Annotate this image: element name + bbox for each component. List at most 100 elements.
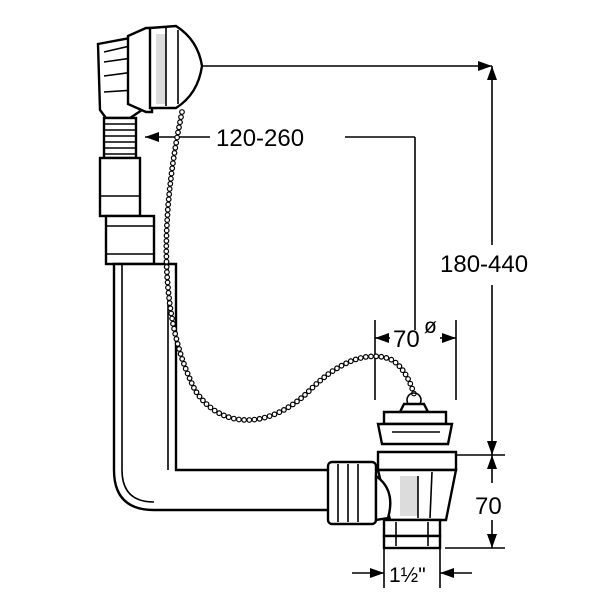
overall-height-label: 180-440 xyxy=(440,251,528,278)
chain-bead xyxy=(168,310,175,317)
chain-bead xyxy=(163,264,170,270)
chain-bead xyxy=(383,355,390,361)
chain-bead xyxy=(207,404,214,411)
chain-bead xyxy=(309,384,316,391)
chain-bead xyxy=(166,191,173,198)
chain-bead xyxy=(199,397,206,404)
chain-bead xyxy=(388,356,395,363)
outlet-height-label: 70 xyxy=(475,493,502,520)
outlet-thread-label: 1½" xyxy=(389,564,426,587)
chain-bead xyxy=(170,155,177,162)
chain-bead xyxy=(164,274,171,281)
chain-bead xyxy=(220,412,227,419)
chain-bead xyxy=(285,404,292,411)
chain-bead xyxy=(281,407,287,413)
plug-chain xyxy=(163,109,417,423)
chain-bead xyxy=(338,362,345,369)
chain-bead xyxy=(172,144,179,151)
chain-bead xyxy=(163,269,170,276)
chain-bead xyxy=(171,325,178,332)
chain-bead xyxy=(164,206,171,213)
chain-bead xyxy=(163,227,170,234)
chain-bead xyxy=(261,414,268,421)
waste-diameter-label: 70 xyxy=(393,326,420,353)
chain-bead xyxy=(321,374,328,381)
chain-bead xyxy=(178,114,184,120)
chain-bead xyxy=(188,380,195,387)
chain-bead xyxy=(196,393,203,400)
chain-bead xyxy=(186,375,193,382)
chain-bead xyxy=(174,341,181,347)
chain-bead xyxy=(164,217,171,224)
chain-bead xyxy=(313,381,320,387)
chain-bead xyxy=(184,370,191,377)
chain-bead xyxy=(176,124,182,131)
chain-bead xyxy=(271,411,278,418)
chain-bead xyxy=(396,363,403,370)
chain-bead xyxy=(409,385,416,392)
chain-bead xyxy=(182,365,189,372)
chain-bead xyxy=(163,243,170,250)
outlet-thread-dimension: 1½" xyxy=(352,548,472,588)
waste-fitting xyxy=(326,392,458,550)
chain-bead xyxy=(230,415,237,422)
horizontal-reach-label: 120-260 xyxy=(216,125,304,152)
chain-bead xyxy=(352,356,359,363)
chain-bead xyxy=(357,355,364,361)
overall-height-dimension: 180-440 xyxy=(200,61,528,456)
chain-bead xyxy=(165,284,171,291)
chain-bead xyxy=(163,222,170,229)
chain-bead xyxy=(163,237,170,244)
outlet-height-dimension: 70 xyxy=(445,455,505,549)
chain-bead xyxy=(347,358,354,365)
chain-bead xyxy=(177,119,183,126)
chain-bead xyxy=(179,356,186,362)
chain-bead xyxy=(343,360,350,367)
chain-bead xyxy=(177,351,184,357)
chain-bead xyxy=(163,232,170,239)
overflow-pipe xyxy=(112,262,337,512)
chain-bead xyxy=(373,353,380,360)
chain-bead xyxy=(329,368,336,375)
chain-bead xyxy=(378,353,385,360)
chain-bead xyxy=(166,295,173,301)
chain-bead xyxy=(235,416,242,423)
chain-bead xyxy=(305,388,312,395)
chain-bead xyxy=(392,359,399,366)
chain-bead xyxy=(225,414,232,421)
chain-bead xyxy=(193,389,200,396)
chain-bead xyxy=(289,401,296,408)
chain-bead xyxy=(180,360,187,367)
chain-bead xyxy=(167,305,174,312)
chain-bead xyxy=(168,170,175,177)
chain-bead xyxy=(399,367,406,374)
chain-bead xyxy=(179,109,185,115)
chain-bead xyxy=(407,380,414,387)
chain-bead xyxy=(405,376,412,382)
chain-bead xyxy=(190,384,197,391)
chain-bead xyxy=(166,300,173,307)
chain-bead xyxy=(164,279,171,286)
chain-bead xyxy=(368,353,374,360)
chain-bead xyxy=(163,248,170,255)
chain-bead xyxy=(169,315,176,322)
chain-bead xyxy=(294,398,300,405)
chain-bead xyxy=(167,180,174,187)
chain-bead xyxy=(246,417,253,423)
chain-bead xyxy=(163,258,170,265)
chain-bead xyxy=(171,149,178,156)
waste-diameter-dimension: 70 ø xyxy=(374,315,457,400)
chain-bead xyxy=(173,139,180,146)
chain-bead xyxy=(362,354,369,360)
chain-bead xyxy=(169,160,176,167)
chain-bead xyxy=(298,395,305,402)
chain-bead xyxy=(325,371,332,378)
chain-bead xyxy=(173,336,180,342)
chain-bead xyxy=(163,253,170,260)
chain-bead xyxy=(266,413,273,420)
chain-bead xyxy=(170,320,176,327)
chain-bead xyxy=(174,134,181,141)
chain-bead xyxy=(216,410,223,417)
chain-bead xyxy=(251,416,258,423)
